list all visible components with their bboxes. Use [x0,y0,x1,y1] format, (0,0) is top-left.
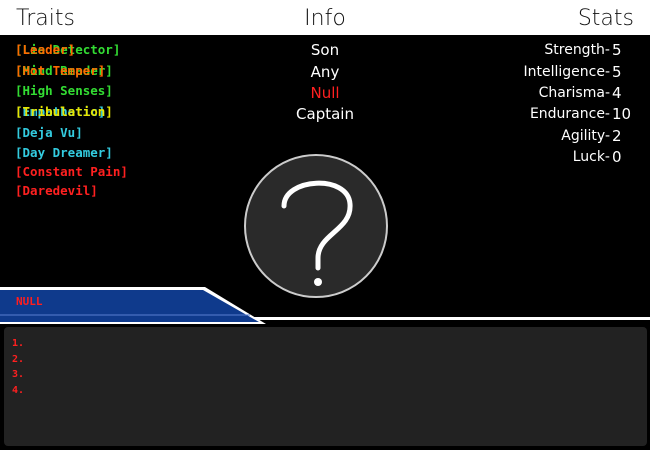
character-portrait[interactable] [244,154,388,298]
trait-item[interactable]: [Leader] [15,42,76,57]
trait-item[interactable]: [Empathetic] [15,104,106,119]
stats-heading: Stats [577,6,634,31]
trait-item[interactable]: [Day Dreamer] [15,145,113,160]
traits-heading: Traits [16,6,75,31]
trait-item[interactable]: [Hot Temper] [15,63,106,78]
note-line[interactable]: 2. [12,354,25,365]
stat-row-strength: Strength- 5 [442,40,642,60]
info-element: Null [310,84,340,102]
stat-name: Strength- [544,42,610,58]
stat-name: Intelligence- [523,64,610,80]
notes-panel[interactable]: 1. 2. 3. 4. [4,327,647,446]
stat-name: Agility- [561,128,610,144]
stat-row-charisma: Charisma- 4 [442,83,642,103]
character-name: NULL [16,295,43,308]
name-tab-shape [0,287,266,324]
name-tab[interactable]: NULL [0,285,270,325]
trait-item[interactable]: [Mind Reader] [15,63,113,78]
stat-row-intelligence: Intelligence- 5 [442,62,642,82]
info-origin: Any [310,63,340,81]
stat-value: 10 [612,105,632,123]
stat-row-endurance: Endurance- 10 [442,104,642,124]
stat-row-agility: Agility- 2 [442,126,642,146]
character-sheet: [Lie Detector] [Leader] [Mind Reader] [H… [0,38,650,450]
trait-item[interactable]: [Daredevil] [15,183,98,198]
header-divider [0,35,650,38]
stat-value: 2 [612,127,622,145]
question-mark-icon [281,180,353,286]
header-bar: Traits Info Stats [0,0,650,36]
stat-row-luck: Luck- 0 [442,147,642,167]
stat-value: 0 [612,148,622,166]
note-line[interactable]: 4. [12,385,25,396]
trait-item[interactable]: [High Senses] [15,83,113,98]
stat-name: Luck- [572,149,610,165]
trait-item[interactable]: [Deja Vu] [15,125,83,140]
trait-item[interactable]: [Lie Detector] [15,42,121,57]
section-divider [0,317,650,320]
info-relation: Son [310,41,340,59]
stat-value: 5 [612,63,622,81]
note-line[interactable]: 3. [12,369,25,380]
stat-value: 5 [612,41,622,59]
info-heading: Info [304,6,346,31]
note-line[interactable]: 1. [12,338,25,349]
stat-name: Endurance- [529,106,610,122]
info-role: Captain [296,105,354,123]
stat-name: Charisma- [538,85,610,101]
trait-item[interactable]: [Tribulation] [15,104,113,119]
stat-value: 4 [612,84,622,102]
trait-item[interactable]: [Constant Pain] [15,164,128,179]
